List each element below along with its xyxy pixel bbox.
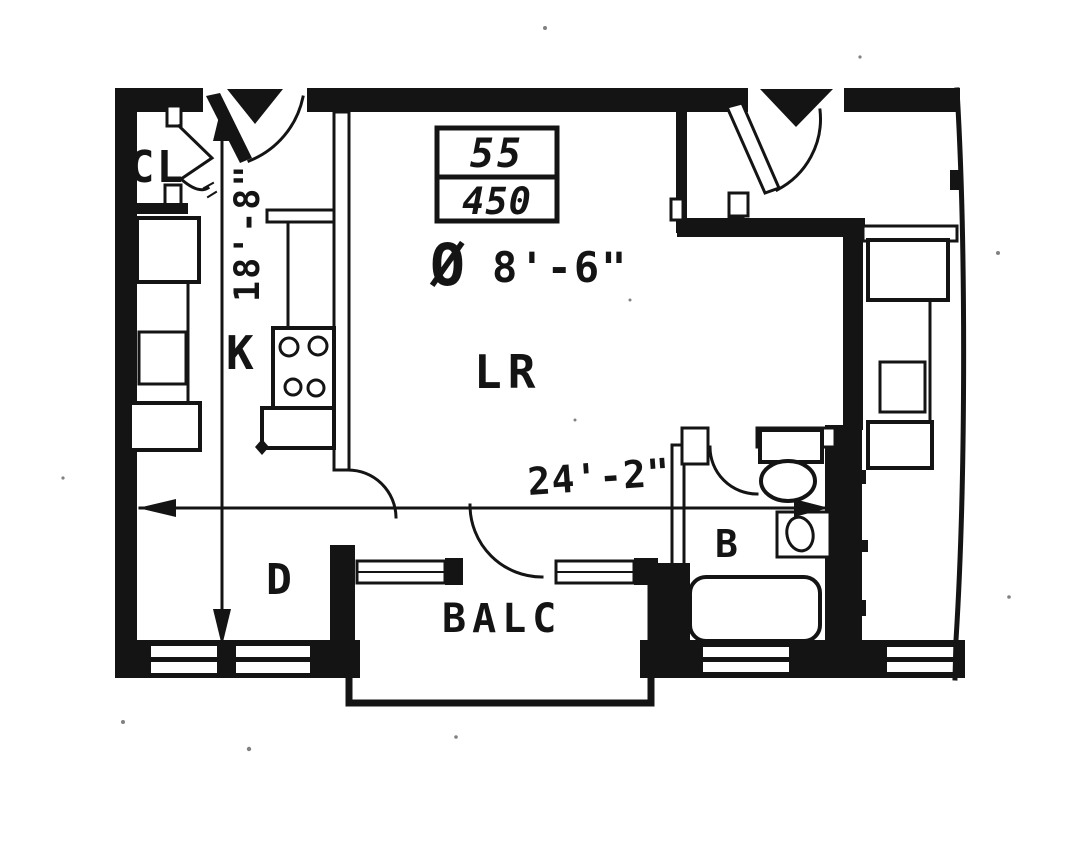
wall-left — [115, 88, 137, 678]
wall-texture — [860, 470, 866, 484]
window-pane — [149, 644, 219, 659]
door-swing-arc — [247, 95, 305, 163]
unit-entry-door — [206, 89, 305, 163]
dining-label: D — [266, 555, 292, 605]
interior-walls — [332, 106, 959, 678]
depth-dimension-label: 18'-8" — [228, 164, 268, 302]
bathroom-door-arc — [708, 445, 759, 496]
balcony-label: BALC — [442, 596, 562, 642]
width-dimension-label: 24'-2" — [526, 450, 672, 504]
ceiling-height-note: Ø 8'-6" — [429, 231, 628, 299]
diameter-icon: Ø — [429, 231, 465, 299]
exterior-walls — [115, 87, 967, 681]
corner-marker — [255, 439, 269, 455]
stove-burner — [306, 378, 326, 398]
bathtub — [688, 575, 822, 643]
unit-area: 450 — [462, 180, 532, 223]
wall-stub — [727, 191, 750, 218]
window-pane — [701, 660, 791, 674]
wall-stub — [669, 197, 685, 222]
counter — [866, 420, 934, 470]
closet-door-curve — [178, 176, 211, 192]
toilet-tank — [758, 428, 824, 464]
wall-pier — [445, 558, 463, 585]
wall-texture — [860, 600, 866, 616]
window-pane — [234, 644, 312, 659]
window-pane — [885, 660, 957, 674]
wall-stub — [165, 104, 183, 128]
wall-bathroom-left-solid — [650, 563, 690, 640]
closet-area — [130, 104, 218, 214]
counter — [260, 406, 336, 450]
window-pane — [234, 660, 312, 675]
refrigerator — [866, 238, 950, 302]
kitchen-sink — [878, 360, 927, 414]
ceiling-height-value: 8'-6" — [492, 243, 628, 292]
kitchen-fixtures — [128, 208, 398, 519]
unit-info-box: 55 450 — [434, 125, 560, 224]
bathroom-label: B — [715, 522, 738, 566]
balcony-door-arc — [468, 503, 544, 579]
door-leaf — [206, 93, 252, 163]
arrow-down — [213, 609, 231, 646]
upper-cabinet — [265, 208, 336, 224]
window-pane — [701, 645, 791, 659]
wall-party-horizontal — [677, 218, 865, 237]
bathroom-area — [650, 426, 868, 643]
stove-burner — [278, 336, 300, 358]
arrow-right — [794, 499, 829, 517]
wall-party-vertical — [843, 230, 863, 430]
door-swing-arc — [774, 108, 822, 193]
refrigerator — [135, 216, 201, 284]
balcony-door-wall — [355, 503, 658, 585]
window-pane — [885, 645, 957, 659]
living-room-label: LR — [474, 345, 541, 399]
wall-closet-bottom — [130, 203, 188, 214]
closet-label: CL — [128, 142, 185, 193]
unit-number: 55 — [470, 131, 524, 177]
closet-bifold-door — [176, 123, 215, 182]
dimension-lines — [138, 104, 829, 646]
wall-entry-divider — [676, 106, 687, 233]
window-pane — [149, 660, 219, 675]
scan-mark — [202, 181, 218, 199]
wall-right-edge — [952, 87, 967, 681]
bathroom-sink — [785, 515, 815, 553]
kitchen-sink — [137, 330, 188, 386]
kitchen-label: K — [226, 326, 254, 380]
wall-stub — [680, 426, 710, 466]
scan-speckles — [61, 26, 1011, 752]
wall-kitchen-partition — [332, 110, 351, 472]
counter — [128, 401, 202, 452]
door-opening-triangle — [760, 89, 833, 127]
neighbor-kitchen — [866, 238, 950, 470]
stove-burner — [307, 335, 329, 357]
arrow-up — [213, 104, 231, 141]
stove-burner — [283, 377, 303, 397]
wall-stub-right-edge — [950, 170, 960, 190]
arrow-left — [138, 499, 176, 517]
kitchen-door-arc — [346, 468, 398, 519]
balcony-area — [345, 580, 655, 707]
door-leaf — [724, 101, 782, 195]
door-opening-triangle — [227, 89, 283, 124]
toilet-bowl — [759, 459, 817, 503]
wall-texture — [861, 540, 868, 552]
balcony-outline — [345, 580, 655, 707]
neighbor-entry-door — [724, 89, 833, 218]
